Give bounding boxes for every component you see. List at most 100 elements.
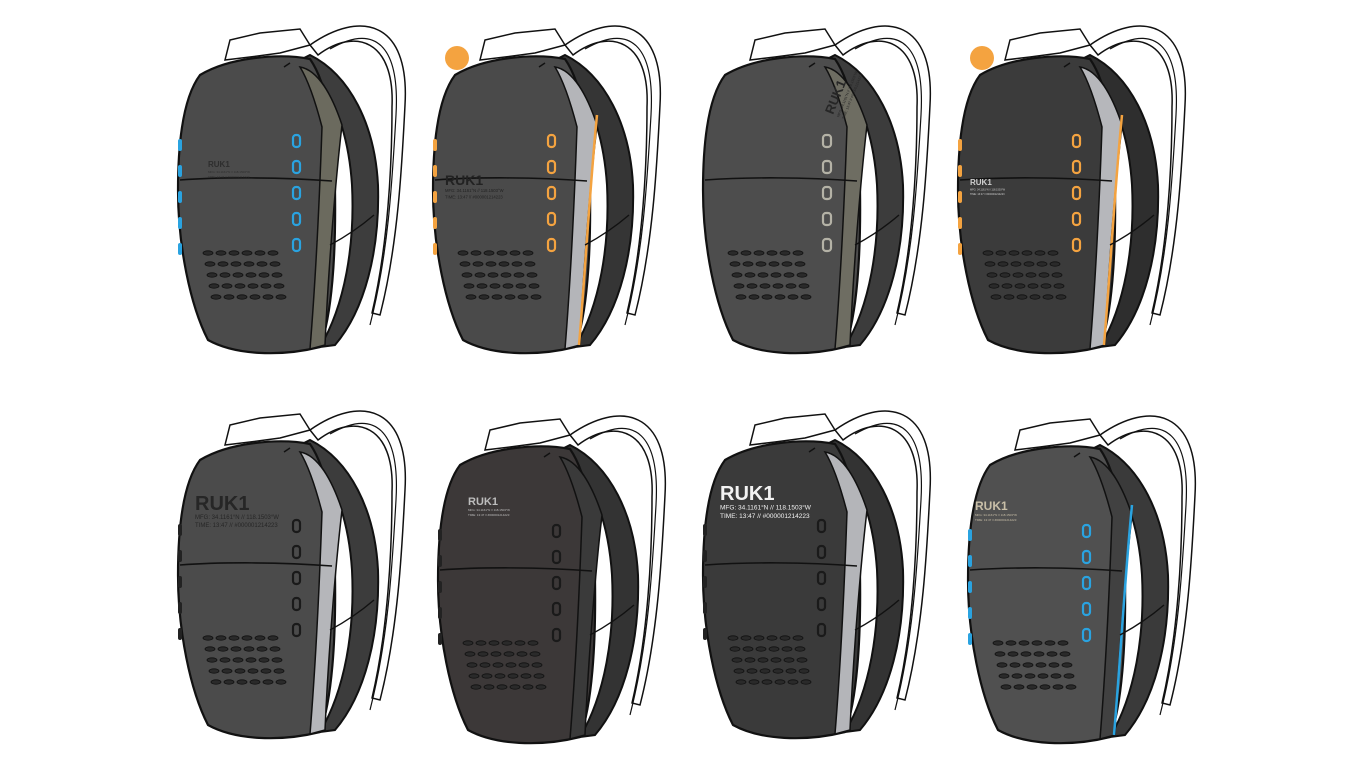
shoulder-straps bbox=[563, 25, 662, 326]
side-body bbox=[823, 53, 905, 349]
strap-loops bbox=[958, 133, 1082, 255]
spec-line-1: MFG: 34.1161°N // 118.1503°W bbox=[970, 189, 1006, 192]
brand-logo: RUK1 bbox=[445, 172, 483, 188]
vent-holes bbox=[727, 635, 812, 685]
main-body bbox=[956, 55, 1117, 355]
side-body bbox=[558, 443, 640, 739]
shoulder-straps bbox=[568, 415, 667, 716]
strap-loops bbox=[178, 518, 302, 640]
shoulder-straps bbox=[308, 410, 407, 711]
brand-logo: RUK1 bbox=[468, 496, 498, 508]
spec-line-2: TIME: 13:47 // #000001214223 bbox=[975, 518, 1017, 522]
side-panel bbox=[298, 65, 343, 350]
spec-line-1: MFG: 34.1161°N // 118.1503°W bbox=[445, 188, 504, 193]
spec-line-2: TIME: 13:47 // #000001214223 bbox=[720, 513, 810, 520]
main-body bbox=[176, 55, 337, 355]
spec-line-2: TIME: 13:47 // #000001214223 bbox=[195, 523, 278, 529]
strap-loops bbox=[968, 523, 1092, 645]
spec-line-2: TIME: 13:47 // #000001214223 bbox=[445, 194, 503, 199]
accent-piping bbox=[577, 114, 599, 346]
spec-line-1: MFG: 34.1161°N // 118.1503°W bbox=[720, 504, 812, 512]
top-handle bbox=[749, 413, 837, 446]
main-body bbox=[436, 445, 597, 745]
side-panel bbox=[823, 65, 868, 350]
brand-logo: RUK1 bbox=[720, 483, 774, 505]
brand-logo: RUK1 bbox=[975, 499, 1008, 513]
side-body bbox=[553, 53, 635, 349]
marker-dot bbox=[445, 46, 469, 70]
top-handle bbox=[224, 413, 312, 446]
side-panel bbox=[823, 450, 868, 735]
top-handle bbox=[1004, 28, 1092, 61]
side-panel bbox=[298, 450, 343, 735]
brand-logo: RUK1 bbox=[970, 178, 992, 187]
side-body bbox=[823, 438, 905, 734]
brand-logo: RUK1 bbox=[208, 160, 230, 169]
shoulder-straps bbox=[833, 410, 932, 711]
accent-piping bbox=[1102, 114, 1124, 346]
strap-loops bbox=[433, 133, 557, 255]
side-body bbox=[1088, 443, 1170, 739]
top-handle bbox=[479, 28, 567, 61]
vent-holes bbox=[202, 635, 287, 685]
spec-line-2: TIME: 13:47 // #000001214223 bbox=[468, 513, 510, 517]
vent-holes bbox=[992, 640, 1077, 690]
vent-holes bbox=[727, 250, 812, 300]
front-seam bbox=[969, 567, 1123, 572]
shoulder-straps bbox=[833, 25, 932, 326]
front-seam bbox=[704, 177, 858, 182]
front-seam bbox=[434, 177, 588, 182]
top-handle bbox=[224, 28, 312, 61]
top-handle bbox=[1014, 418, 1102, 451]
vent-holes bbox=[457, 250, 542, 300]
spec-line-2: TIME: 13:47 // #000001214223 bbox=[970, 193, 1005, 196]
shoulder-straps bbox=[1098, 415, 1197, 716]
accent-piping bbox=[1112, 504, 1134, 736]
front-seam bbox=[959, 177, 1113, 182]
front-seam bbox=[439, 567, 593, 572]
spec-line-1: MFG: 34.1161°N // 118.1503°W bbox=[975, 513, 1017, 517]
main-body bbox=[431, 55, 592, 355]
side-panel bbox=[558, 455, 603, 740]
brand-logo: RUK1 bbox=[195, 493, 249, 515]
shoulder-straps bbox=[308, 25, 407, 326]
top-handle bbox=[484, 418, 572, 451]
spec-line-2: TIME: 13:47 // #000001214223 bbox=[208, 175, 250, 179]
main-body bbox=[176, 440, 337, 740]
strap-loops bbox=[703, 518, 827, 640]
shoulder-straps bbox=[1088, 25, 1187, 326]
side-body bbox=[1078, 53, 1160, 349]
front-seam bbox=[179, 177, 333, 182]
spec-line-1: MFG: 34.1161°N // 118.1503°W bbox=[208, 170, 250, 174]
main-body bbox=[966, 445, 1127, 745]
vent-holes bbox=[202, 250, 287, 300]
vent-holes bbox=[462, 640, 547, 690]
front-seam bbox=[179, 562, 333, 567]
side-panel bbox=[1088, 455, 1133, 740]
side-body bbox=[298, 53, 380, 349]
spec-line-1: MFG: 34.1161°N // 118.1503°W bbox=[468, 508, 510, 512]
side-panel bbox=[553, 65, 598, 350]
spec-line-1: MFG: 34.1161°N // 118.1503°W bbox=[195, 515, 279, 521]
front-seam bbox=[704, 562, 858, 567]
